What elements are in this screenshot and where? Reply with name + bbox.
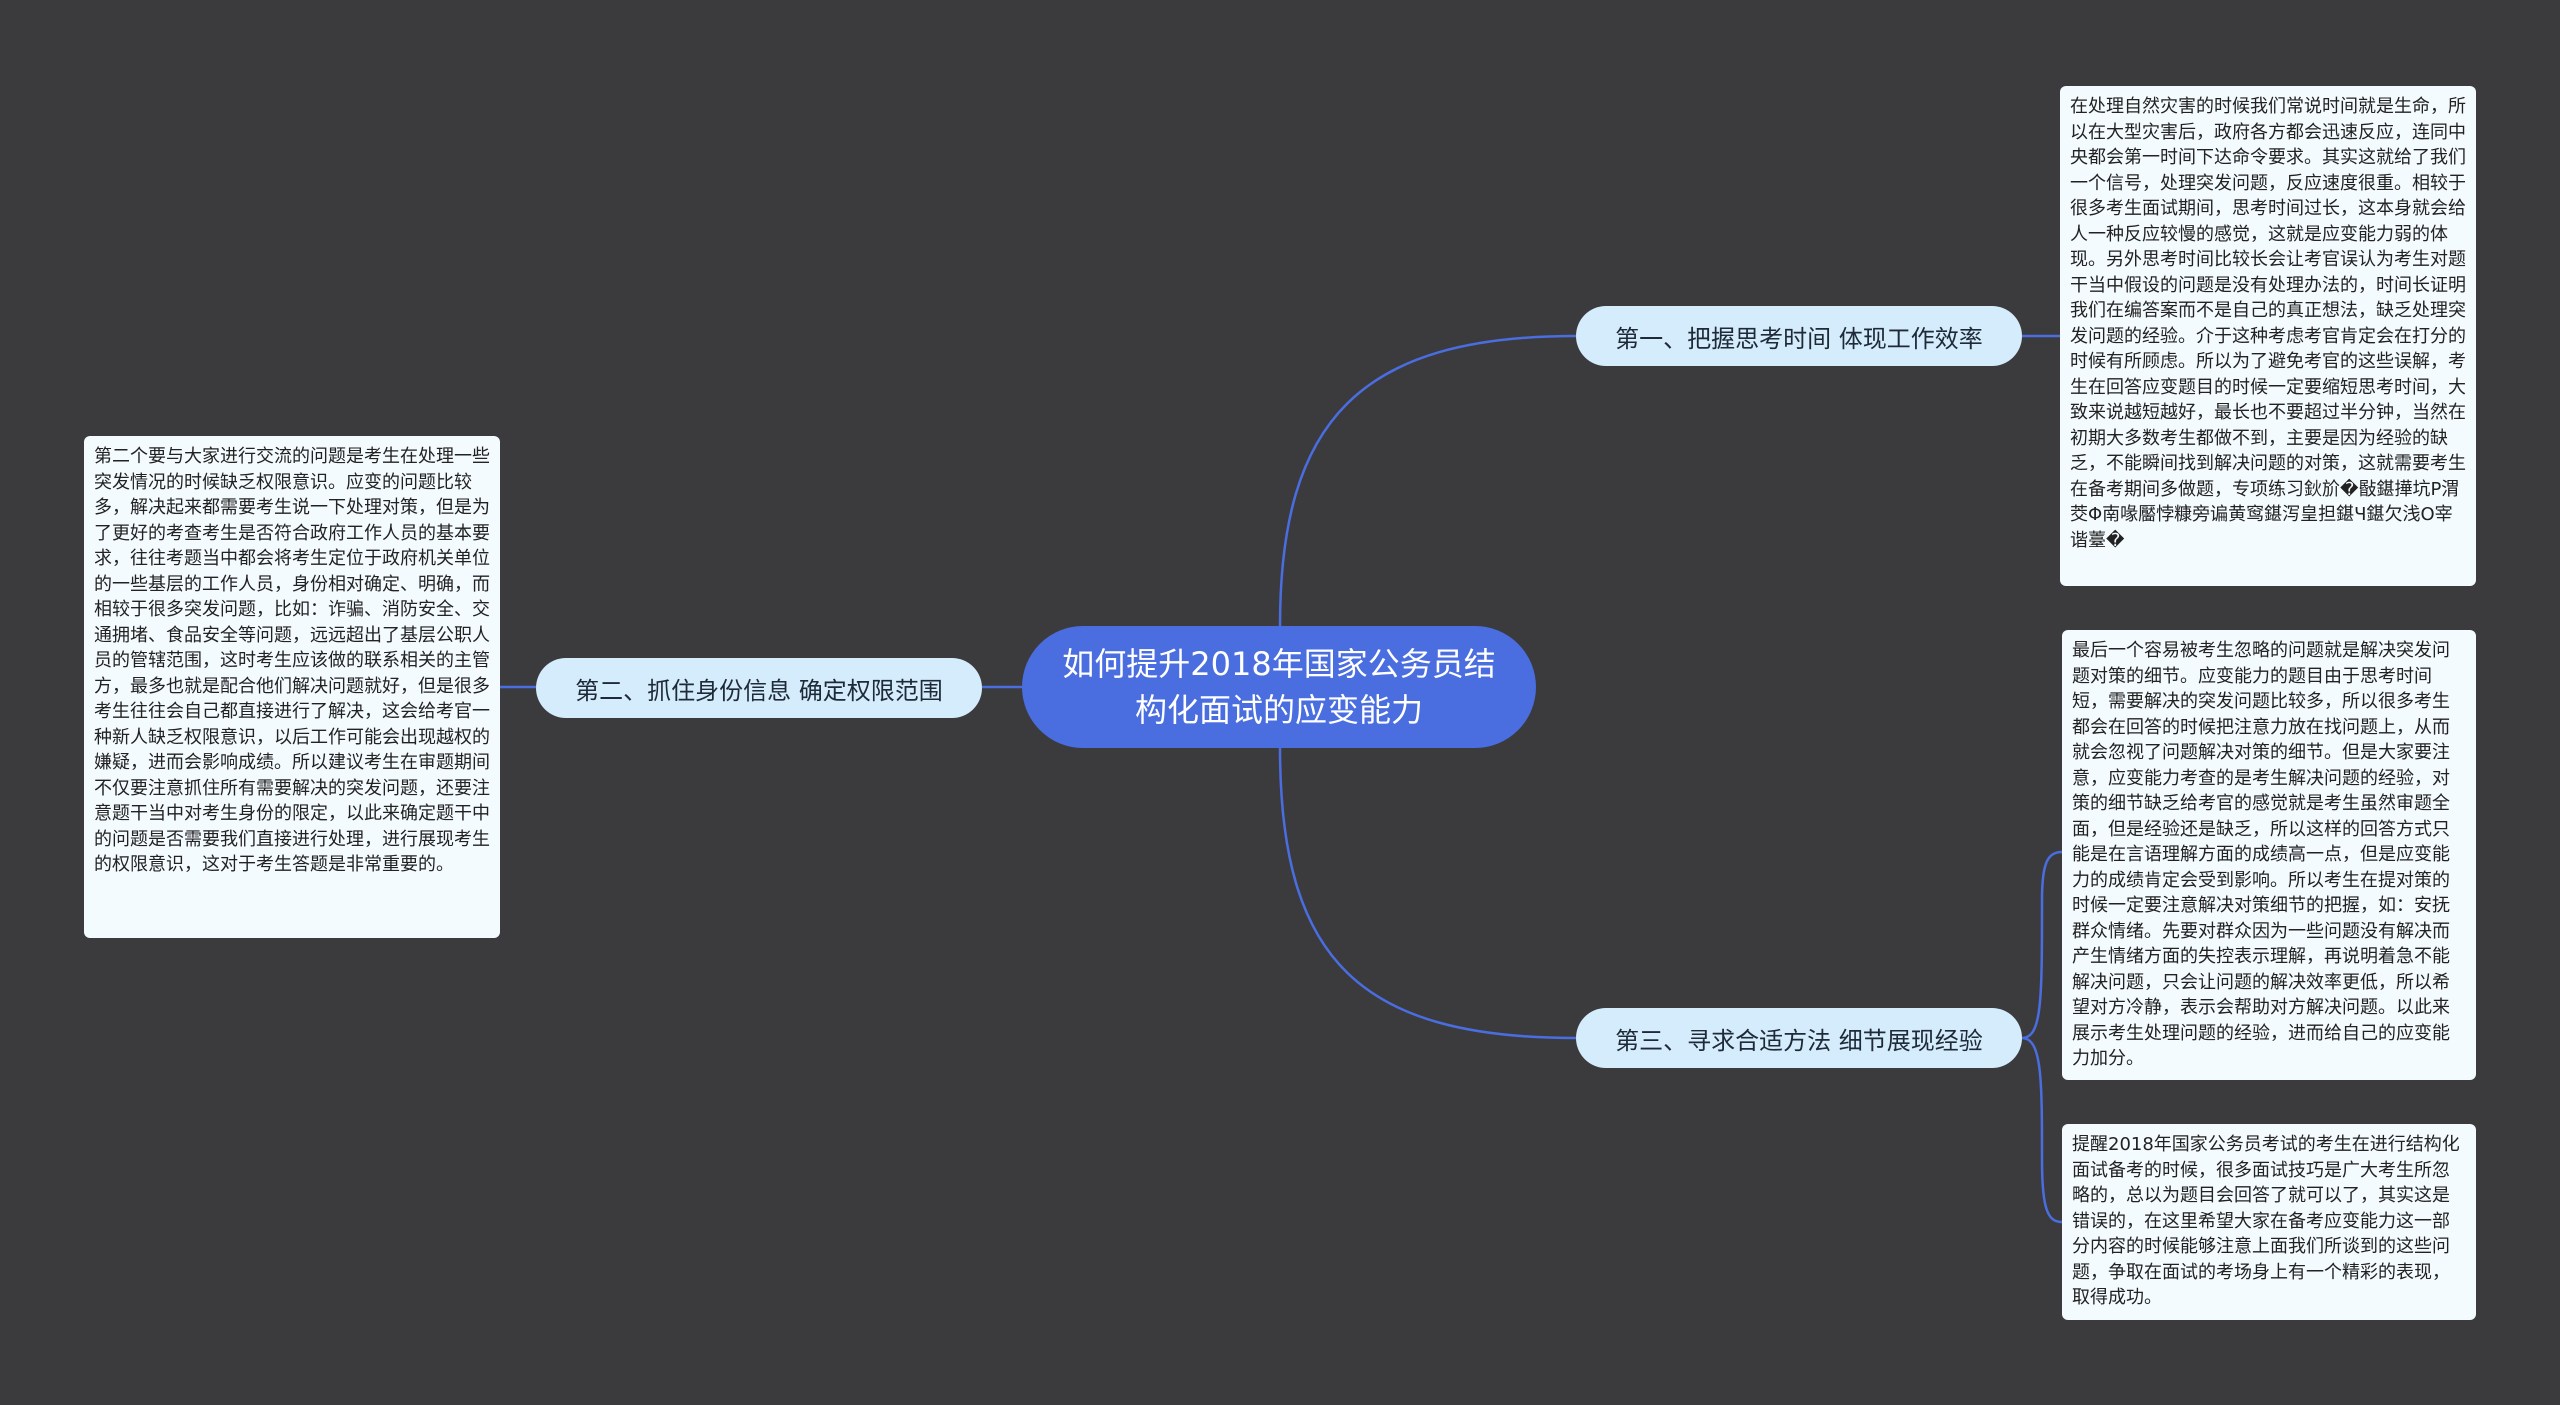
leaf-node-4[interactable]: 提醒2018年国家公务员考试的考生在进行结构化面试备考的时候，很多面试技巧是广大… — [2062, 1124, 2476, 1320]
branch-node-2[interactable]: 第二、抓住身份信息 确定权限范围 — [536, 658, 982, 718]
connector-branch3-leaf4 — [2021, 1036, 2063, 1224]
branch-node-3[interactable]: 第三、寻求合适方法 细节展现经验 — [1576, 1008, 2022, 1068]
leaf-node-3[interactable]: 最后一个容易被考生忽略的问题就是解决突发问题对策的细节。应变能力的题目由于思考时… — [2062, 630, 2476, 1080]
root-node[interactable]: 如何提升2018年国家公务员结构化面试的应变能力 — [1022, 626, 1536, 748]
connector-root-branch3 — [1278, 747, 1577, 1040]
leaf-node-2[interactable]: 第二个要与大家进行交流的问题是考生在处理一些突发情况的时候缺乏权限意识。应变的问… — [84, 436, 500, 938]
branch-node-1[interactable]: 第一、把握思考时间 体现工作效率 — [1576, 306, 2022, 366]
connector-root-branch1 — [1278, 334, 1577, 627]
leaf-node-1[interactable]: 在处理自然灾害的时候我们常说时间就是生命，所以在大型灾害后，政府各方都会迅速反应… — [2060, 86, 2476, 586]
connector-branch3-leaf3 — [2021, 850, 2063, 1040]
